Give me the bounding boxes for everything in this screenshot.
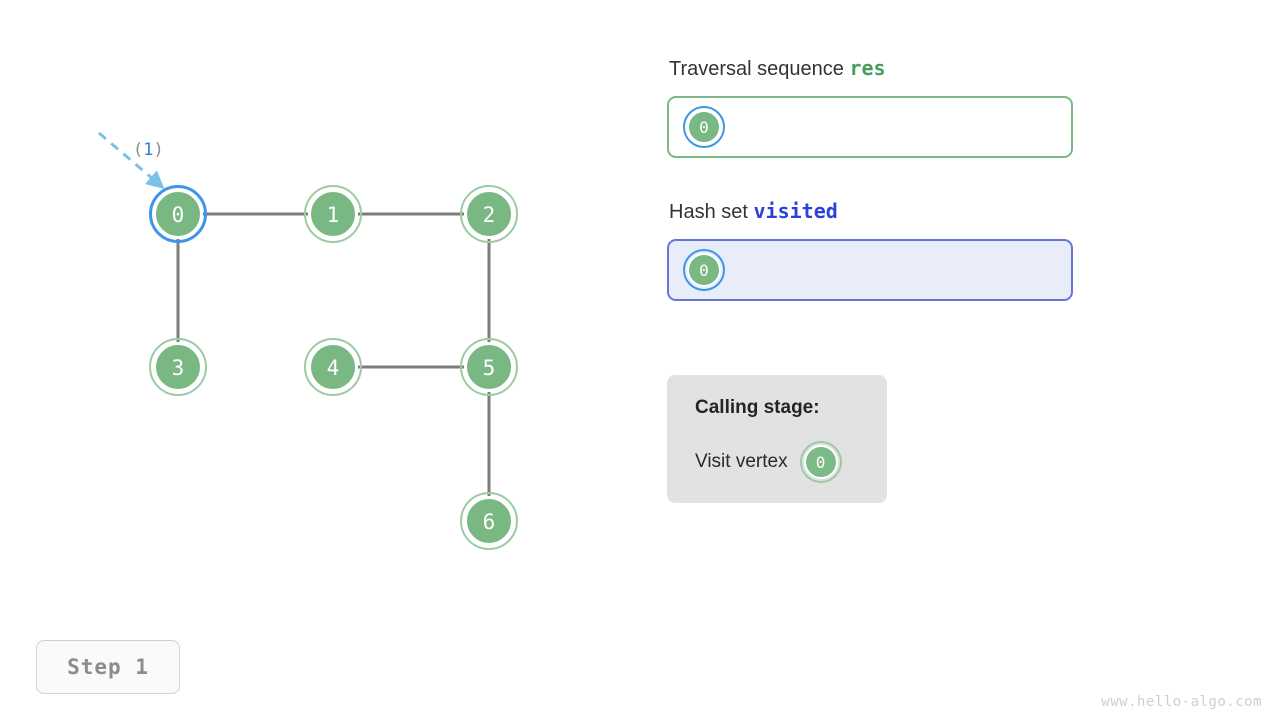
- pointer-arrow-icon: [98, 131, 165, 189]
- calling-stage-vertex-chip: 0: [799, 441, 842, 483]
- graph-node-5-label: 5: [483, 356, 496, 380]
- chip-outer-ring: [683, 106, 725, 148]
- traversal-sequence-item-0-label: 0: [699, 117, 709, 137]
- graph-node-0[interactable]: 0: [149, 185, 207, 243]
- chip-inner-circle: [687, 110, 721, 144]
- graph-node-2[interactable]: 2: [460, 185, 518, 243]
- watermark: www.hello-algo.com: [1101, 694, 1262, 710]
- graph-edges: [176, 212, 491, 521]
- graph-node-0-label: 0: [172, 203, 185, 227]
- calling-stage-action-text: Visit vertex: [695, 451, 788, 472]
- chip-outer-ring: [683, 249, 725, 291]
- hash-set-title-text: Hash set: [669, 201, 754, 223]
- calling-stage-row: Visit vertex 0: [695, 441, 863, 483]
- hash-set-title: Hash set visited: [669, 198, 1087, 225]
- spacer-visited: [667, 301, 1087, 375]
- traversal-sequence-box: 0: [667, 96, 1073, 158]
- calling-stage-heading: Calling stage:: [695, 397, 820, 418]
- graph-node-4[interactable]: 4: [304, 338, 362, 396]
- graph-node-6[interactable]: 6: [460, 492, 518, 550]
- pointer-label: (1): [133, 140, 164, 160]
- visited-set-item-0-label: 0: [699, 260, 709, 280]
- chip-inner-circle: [803, 445, 838, 479]
- graph-canvas: (1) 0 1 2 3 4: [98, 131, 518, 550]
- traversal-sequence-title-text: Traversal sequence: [669, 58, 850, 80]
- graph-node-3[interactable]: 3: [149, 338, 207, 396]
- traversal-sequence-title: Traversal sequence res: [669, 55, 1087, 82]
- spacer-res: [667, 158, 1087, 198]
- hash-set-var-name: visited: [753, 199, 838, 223]
- calling-stage-vertex-label: 0: [815, 452, 826, 472]
- pointer-open-paren: (: [133, 140, 143, 160]
- graph-node-3-label: 3: [172, 356, 185, 380]
- traversal-sequence-item-0[interactable]: 0: [683, 106, 725, 148]
- graph-node-1-label: 1: [327, 203, 340, 227]
- calling-stage-card: Calling stage: Visit vertex 0: [667, 375, 887, 503]
- step-badge: Step 1: [36, 640, 180, 694]
- graph-node-5[interactable]: 5: [460, 338, 518, 396]
- graph-node-6-label: 6: [483, 510, 496, 534]
- graph-node-4-label: 4: [327, 356, 340, 380]
- chip-outer-ring: [799, 441, 842, 483]
- graph-node-2-label: 2: [483, 203, 496, 227]
- graph-node-1[interactable]: 1: [304, 185, 362, 243]
- traversal-sequence-var-name: res: [849, 56, 886, 80]
- pointer-close-paren: ): [154, 140, 164, 160]
- right-panel: Traversal sequence res 0 Hash set visite…: [667, 55, 1087, 503]
- chip-inner-circle: [687, 253, 721, 287]
- graph-panel: (1) 0 1 2 3 4: [0, 0, 640, 620]
- visited-set-box: 0: [667, 239, 1073, 301]
- visited-set-item-0[interactable]: 0: [683, 249, 725, 291]
- pointer-index: 1: [143, 140, 153, 160]
